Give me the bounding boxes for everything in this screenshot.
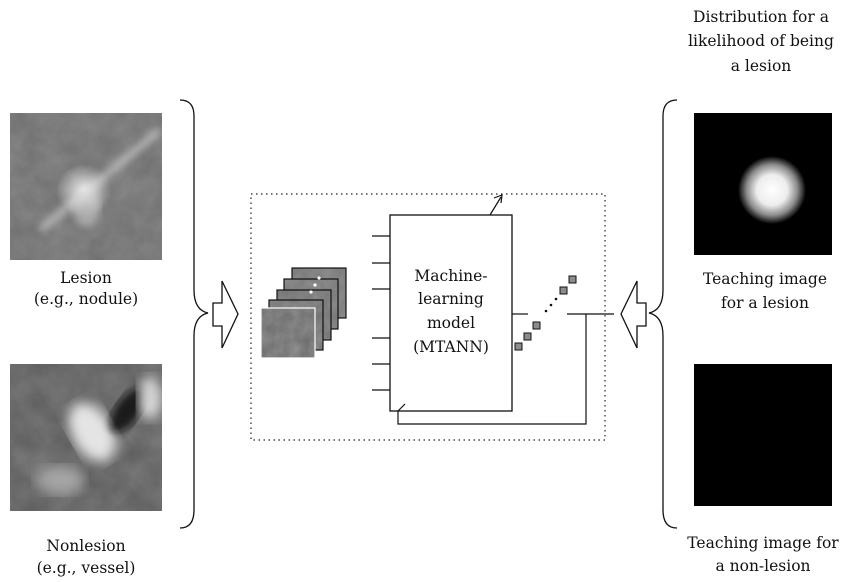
model-input-lines: [372, 235, 390, 391]
model-label-line1: Machine-: [414, 267, 487, 285]
right-curly-brace: [648, 99, 678, 529]
left-curly-brace: [179, 99, 209, 529]
left-input-arrow: [212, 280, 239, 349]
model-label-line4: (MTANN): [413, 338, 489, 356]
teaching-nonlesion-caption-line2: a non-lesion: [715, 557, 810, 575]
lesion-caption-line2: (e.g., nodule): [34, 290, 138, 308]
right-teaching-arrow: [620, 280, 647, 349]
teaching-image-nonlesion: [694, 364, 832, 506]
distribution-caption-line1: Distribution for a: [693, 8, 829, 26]
teaching-lesion-caption-line2: for a lesion: [721, 294, 809, 312]
teaching-lesion-caption-line1: Teaching image: [703, 270, 827, 288]
teaching-image-lesion: [694, 113, 832, 255]
output-pixel-sequence: [514, 275, 577, 351]
teaching-nonlesion-caption-line1: Teaching image for: [687, 534, 839, 552]
nonlesion-caption-line1: Nonlesion: [46, 537, 125, 555]
distribution-caption-line2: likelihood of being: [688, 32, 834, 50]
input-patch-stack: [260, 267, 347, 359]
lesion-image: [10, 113, 162, 260]
model-label-line3: model: [427, 314, 475, 332]
distribution-caption-line3: a lesion: [731, 57, 792, 75]
mtann-model-box: [389, 214, 513, 412]
model-label-line2: learning: [418, 290, 484, 308]
nonlesion-caption-line2: (e.g., vessel): [37, 559, 136, 577]
lesion-caption-line1: Lesion: [60, 269, 112, 287]
nonlesion-image: [10, 364, 162, 511]
training-update-arrow: [489, 194, 503, 216]
feedback-line: [397, 313, 614, 425]
